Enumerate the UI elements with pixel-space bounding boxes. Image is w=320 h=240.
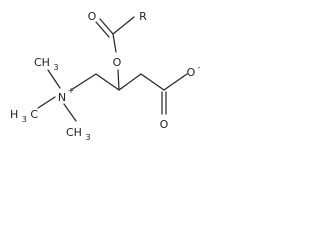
chiral-to-ch2-n-bond <box>95 73 120 91</box>
methyl-top-label: CH 3 <box>34 56 59 72</box>
ch2-to-n-bond <box>70 73 97 91</box>
carboxylate-o-label: O <box>187 66 196 79</box>
n-to-methyl-top-bond <box>47 69 61 89</box>
methyl-top-ch: CH <box>34 56 50 69</box>
methyl-left-h: H <box>10 108 18 121</box>
r-group-label: R <box>139 10 147 23</box>
methyl-left-subscript: 3 <box>22 115 27 124</box>
nitrogen-charge-label: + <box>68 86 75 95</box>
carboxylate-charge-label: - <box>198 63 201 72</box>
acyl-carbonyl-double-bond-a <box>99 18 114 35</box>
methyl-left-label: H 3 C <box>10 108 38 125</box>
methyl-bottom-label: CH 3 <box>66 126 91 142</box>
ester-o-label: O <box>113 56 122 69</box>
acyl-to-r-bond <box>112 16 135 35</box>
carbonyl-o-label: O <box>88 10 97 23</box>
carboxyl-o-label: O <box>160 118 169 131</box>
ester-o-to-chiral-c-bond <box>117 69 120 91</box>
acylcarnitine-structure: O R O N + CH 3 H 3 C CH 3 O - O <box>10 10 201 142</box>
methyl-top-subscript: 3 <box>53 63 58 72</box>
atom-labels: O R O N + CH 3 H 3 C CH 3 O - O <box>10 10 201 142</box>
n-to-methyl-bottom-bond <box>63 103 77 122</box>
chiral-to-ch2-coo-bond <box>118 73 142 91</box>
n-to-methyl-left-bond <box>37 96 56 109</box>
bonds <box>37 16 188 122</box>
carboxyl-c-to-o-minus-bond <box>163 73 188 91</box>
methyl-left-c: C <box>30 108 38 121</box>
methyl-bottom-subscript: 3 <box>85 133 90 142</box>
methyl-bottom-ch: CH <box>66 126 82 139</box>
acyl-to-ester-o-bond <box>112 33 117 53</box>
nitrogen-label: N <box>58 91 66 104</box>
acyl-carbonyl-double-bond-b <box>95 21 110 38</box>
ch2-to-carboxyl-c-bond <box>140 73 165 91</box>
